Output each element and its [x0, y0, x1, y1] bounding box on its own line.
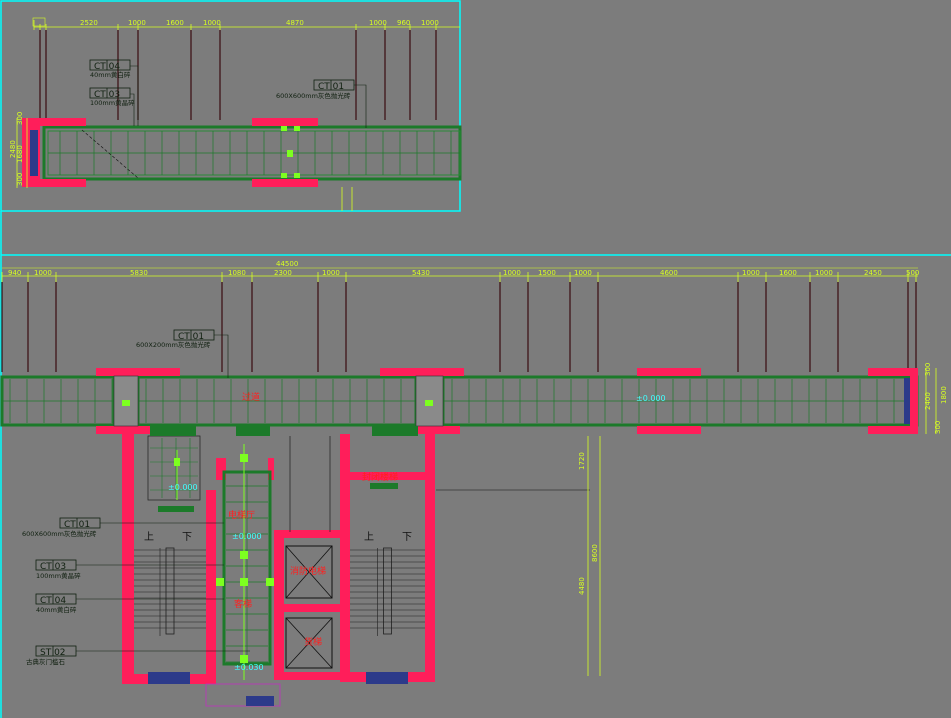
vdim-1720: 1720 [578, 452, 586, 470]
bottom-tag-1-code: CT 01 [178, 332, 204, 342]
top-dimension-line [32, 17, 460, 30]
vertical-dims [436, 436, 601, 676]
label-down-right: 下 [402, 532, 412, 543]
bottom-tag-3-code: CT 03 [40, 562, 66, 572]
core-markers [122, 400, 433, 680]
bottom-side-dim: 2400 [924, 392, 932, 410]
core-details [147, 426, 418, 707]
bottom-dimension-labels: 940 1000 5830 1080 2300 1000 5430 1000 1500 1000 4… [8, 269, 919, 277]
bottom-side-dim: 300 [924, 363, 932, 376]
top-dim-label: 1000 [203, 19, 221, 27]
bottom-dim-label: 2450 [864, 269, 882, 277]
top-side-dim: 1680 [16, 145, 24, 163]
bottom-dim-label: 1000 [574, 269, 592, 277]
top-dim-label: 1600 [166, 19, 184, 27]
label-up-right: 上 [364, 531, 374, 543]
bottom-dim-label: 2300 [274, 269, 292, 277]
top-markers [281, 126, 353, 211]
bottom-side-dims [925, 368, 937, 434]
bottom-dim-label: 1000 [742, 269, 760, 277]
label-down-left: 下 [182, 532, 192, 543]
label-corridor: 过道 [242, 391, 260, 403]
top-side-dim: 300 [16, 112, 24, 125]
bottom-tag-4-note: 40mm黄白碎 [36, 605, 77, 614]
bottom-tag-5-note: 古典灰门槛石 [26, 657, 66, 666]
bottom-tag-5-code: ST 02 [40, 648, 66, 658]
bottom-dimension-line [2, 267, 918, 277]
bottom-tag-ct01: CT 01 600X600mm灰色抛光砖 [22, 517, 224, 538]
bottom-dim-label: 1500 [538, 269, 556, 277]
label-fire-elevator: 消防电梯 [290, 565, 326, 577]
top-side-dims [16, 118, 28, 188]
elevator-hall-tiles [222, 470, 272, 666]
top-tag-ct04-code: CT 04 [94, 62, 120, 72]
top-tag-ct01: CT 01 600X600mm灰色抛光砖 [276, 79, 367, 128]
bottom-dim-label: 4600 [660, 269, 678, 277]
elevation-room: ±0.000 [168, 483, 198, 492]
bottom-dim-label: 1600 [779, 269, 797, 277]
top-dim-label: 1000 [128, 19, 146, 27]
top-dim-label: 1000 [421, 19, 439, 27]
top-dimension-labels: 2520 1000 1600 1000 4870 1000 960 1000 [80, 19, 439, 27]
bottom-tag-ct04: CT 04 40mm黄白碎 [35, 593, 224, 614]
bottom-dim-label: 1000 [815, 269, 833, 277]
bottom-tag-3-note: 100mm黄晶碎 [36, 571, 81, 580]
stairs-left [134, 547, 206, 636]
stair-well [165, 547, 175, 635]
bottom-column-lines [1, 272, 917, 372]
bottom-dim-label: 5830 [130, 269, 148, 277]
top-viewport-frame [0, 0, 461, 212]
bottom-tag-2-note: 600X600mm灰色抛光砖 [22, 529, 97, 538]
stair-well [383, 547, 392, 635]
bottom-dim-label: 1000 [322, 269, 340, 277]
stairs-right [350, 547, 425, 636]
bottom-dim-label: 1000 [34, 269, 52, 277]
bottom-dim-label: 940 [8, 269, 21, 277]
bottom-tag-st02: ST 02 古典灰门槛石 [26, 645, 250, 666]
top-tag-ct03-code: CT 03 [94, 90, 120, 100]
top-dim-label: 960 [397, 19, 410, 27]
bottom-side-dim: 300 [934, 421, 942, 434]
bottom-walls [96, 368, 918, 434]
label-up-left: 上 [144, 531, 154, 543]
bottom-tag-2-code: CT 01 [64, 520, 90, 530]
bottom-tag-1-note: 600X200mm灰色抛光砖 [136, 340, 211, 349]
top-tag-ct03-note: 100mm黄晶碎 [90, 98, 135, 107]
top-tag-ct03: CT 03 100mm黄晶碎 [89, 87, 135, 126]
label-freight-elevator: 货梯 [304, 636, 322, 648]
elevation-corridor: ±0.000 [636, 394, 666, 403]
bottom-dim-label: 1000 [503, 269, 521, 277]
bottom-side-dim: 1800 [940, 386, 948, 404]
top-side-dim: 2480 [9, 140, 17, 158]
top-tag-ct04-note: 40mm黄白碎 [90, 70, 131, 79]
label-closed-stair: 封闭楼梯 [362, 471, 398, 483]
label-elevator-hall: 电梯厅 [228, 509, 255, 521]
core-walls [122, 434, 435, 684]
elevation-hall: ±0.000 [232, 532, 262, 541]
bottom-tag-ct01-corridor: CT 01 600X200mm灰色抛光砖 [136, 329, 229, 378]
top-column-lines [39, 24, 437, 120]
top-side-dim: 300 [16, 173, 24, 186]
bottom-tag-ct03: CT 03 100mm黄晶碎 [35, 559, 224, 580]
top-tag-ct01-note: 600X600mm灰色抛光砖 [276, 91, 351, 100]
top-tag-ct04: CT 04 40mm黄白碎 [89, 59, 139, 126]
bottom-dim-label: 500 [906, 269, 919, 277]
top-dim-label: 4870 [286, 19, 304, 27]
elevation-entry: ±0.030 [234, 663, 264, 672]
vdim-8600: 8600 [591, 544, 599, 562]
bottom-total-dim: 44500 [276, 260, 298, 268]
top-dim-label: 2520 [80, 19, 98, 27]
bottom-dim-label: 1080 [228, 269, 246, 277]
bottom-corridor [0, 375, 919, 427]
top-walls [22, 118, 318, 187]
top-corridor [42, 125, 462, 181]
bottom-tag-4-code: CT 04 [40, 596, 66, 606]
top-tag-ct01-code: CT 01 [318, 82, 344, 92]
bottom-dim-label: 5430 [412, 269, 430, 277]
top-dim-label: 1000 [369, 19, 387, 27]
vdim-4480: 4480 [578, 577, 586, 595]
label-passenger-elevator: 客梯 [234, 598, 252, 610]
